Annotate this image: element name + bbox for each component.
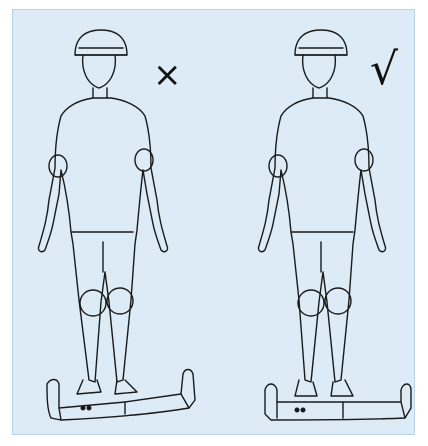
check-icon: √ (370, 48, 398, 92)
cross-icon: × (153, 58, 182, 92)
illustration-frame: × √ (12, 9, 415, 435)
light-blue-background (13, 10, 414, 434)
illustration (13, 10, 414, 434)
